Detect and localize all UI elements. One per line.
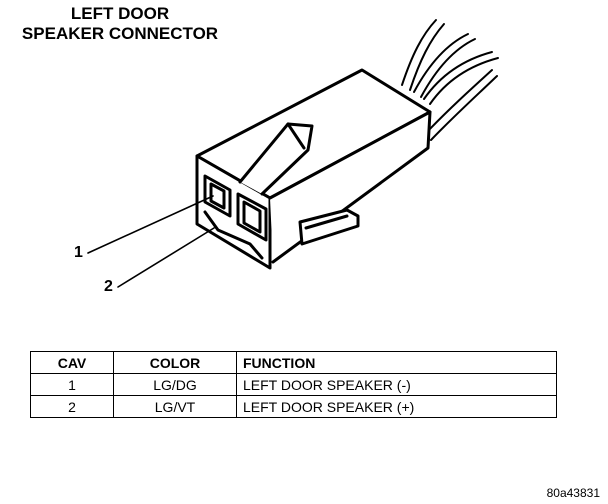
callout-2-leader — [117, 227, 215, 288]
cell-color: LG/DG — [113, 373, 237, 396]
cavity-2 — [236, 192, 268, 242]
diagram-title: LEFT DOOR SPEAKER CONNECTOR — [0, 4, 240, 44]
table-header-row: CAV COLOR FUNCTION — [30, 351, 557, 374]
terminal-key — [203, 210, 264, 260]
cavity-1 — [203, 174, 232, 218]
wire-bundle — [401, 19, 499, 141]
callout-1: 1 — [74, 244, 83, 261]
header-color: COLOR — [113, 351, 237, 374]
cell-function: LEFT DOOR SPEAKER (+) — [236, 395, 557, 418]
title-line-2: SPEAKER CONNECTOR — [21, 24, 219, 43]
cell-color: LG/VT — [113, 395, 237, 418]
figure-id: 80a43831 — [546, 486, 600, 500]
callout-2: 2 — [104, 278, 113, 295]
connector-housing — [195, 68, 432, 270]
cell-cav: 2 — [30, 395, 114, 418]
callout-1-leader — [87, 195, 214, 254]
table-row: 1 LG/DG LEFT DOOR SPEAKER (-) — [30, 373, 557, 396]
pinout-table: CAV COLOR FUNCTION 1 LG/DG LEFT DOOR SPE… — [30, 351, 557, 418]
cell-function: LEFT DOOR SPEAKER (-) — [236, 373, 557, 396]
connector-illustration — [87, 19, 499, 288]
table-row: 2 LG/VT LEFT DOOR SPEAKER (+) — [30, 395, 557, 418]
header-function: FUNCTION — [236, 351, 557, 374]
header-cav: CAV — [30, 351, 114, 374]
cell-cav: 1 — [30, 373, 114, 396]
title-line-1: LEFT DOOR — [70, 4, 170, 23]
